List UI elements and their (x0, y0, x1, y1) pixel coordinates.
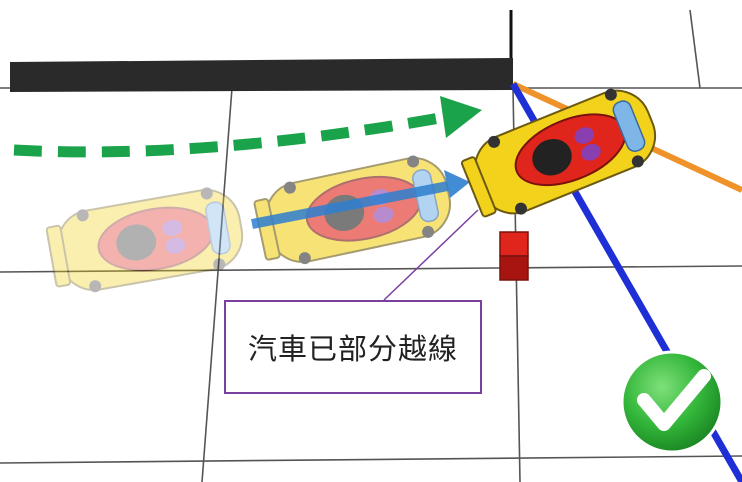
callout-box: 汽車已部分越線 (224, 300, 482, 394)
red-cube-marker (499, 231, 529, 281)
callout-leader-line (383, 209, 479, 301)
callout-text: 汽車已部分越線 (247, 332, 458, 366)
dashed-path-arrow (13, 96, 482, 158)
checkmark-icon (620, 350, 724, 454)
motion-arrow (251, 170, 470, 229)
ghost-car-2 (250, 148, 458, 273)
curb-bar (10, 58, 513, 92)
main-car (455, 77, 668, 230)
